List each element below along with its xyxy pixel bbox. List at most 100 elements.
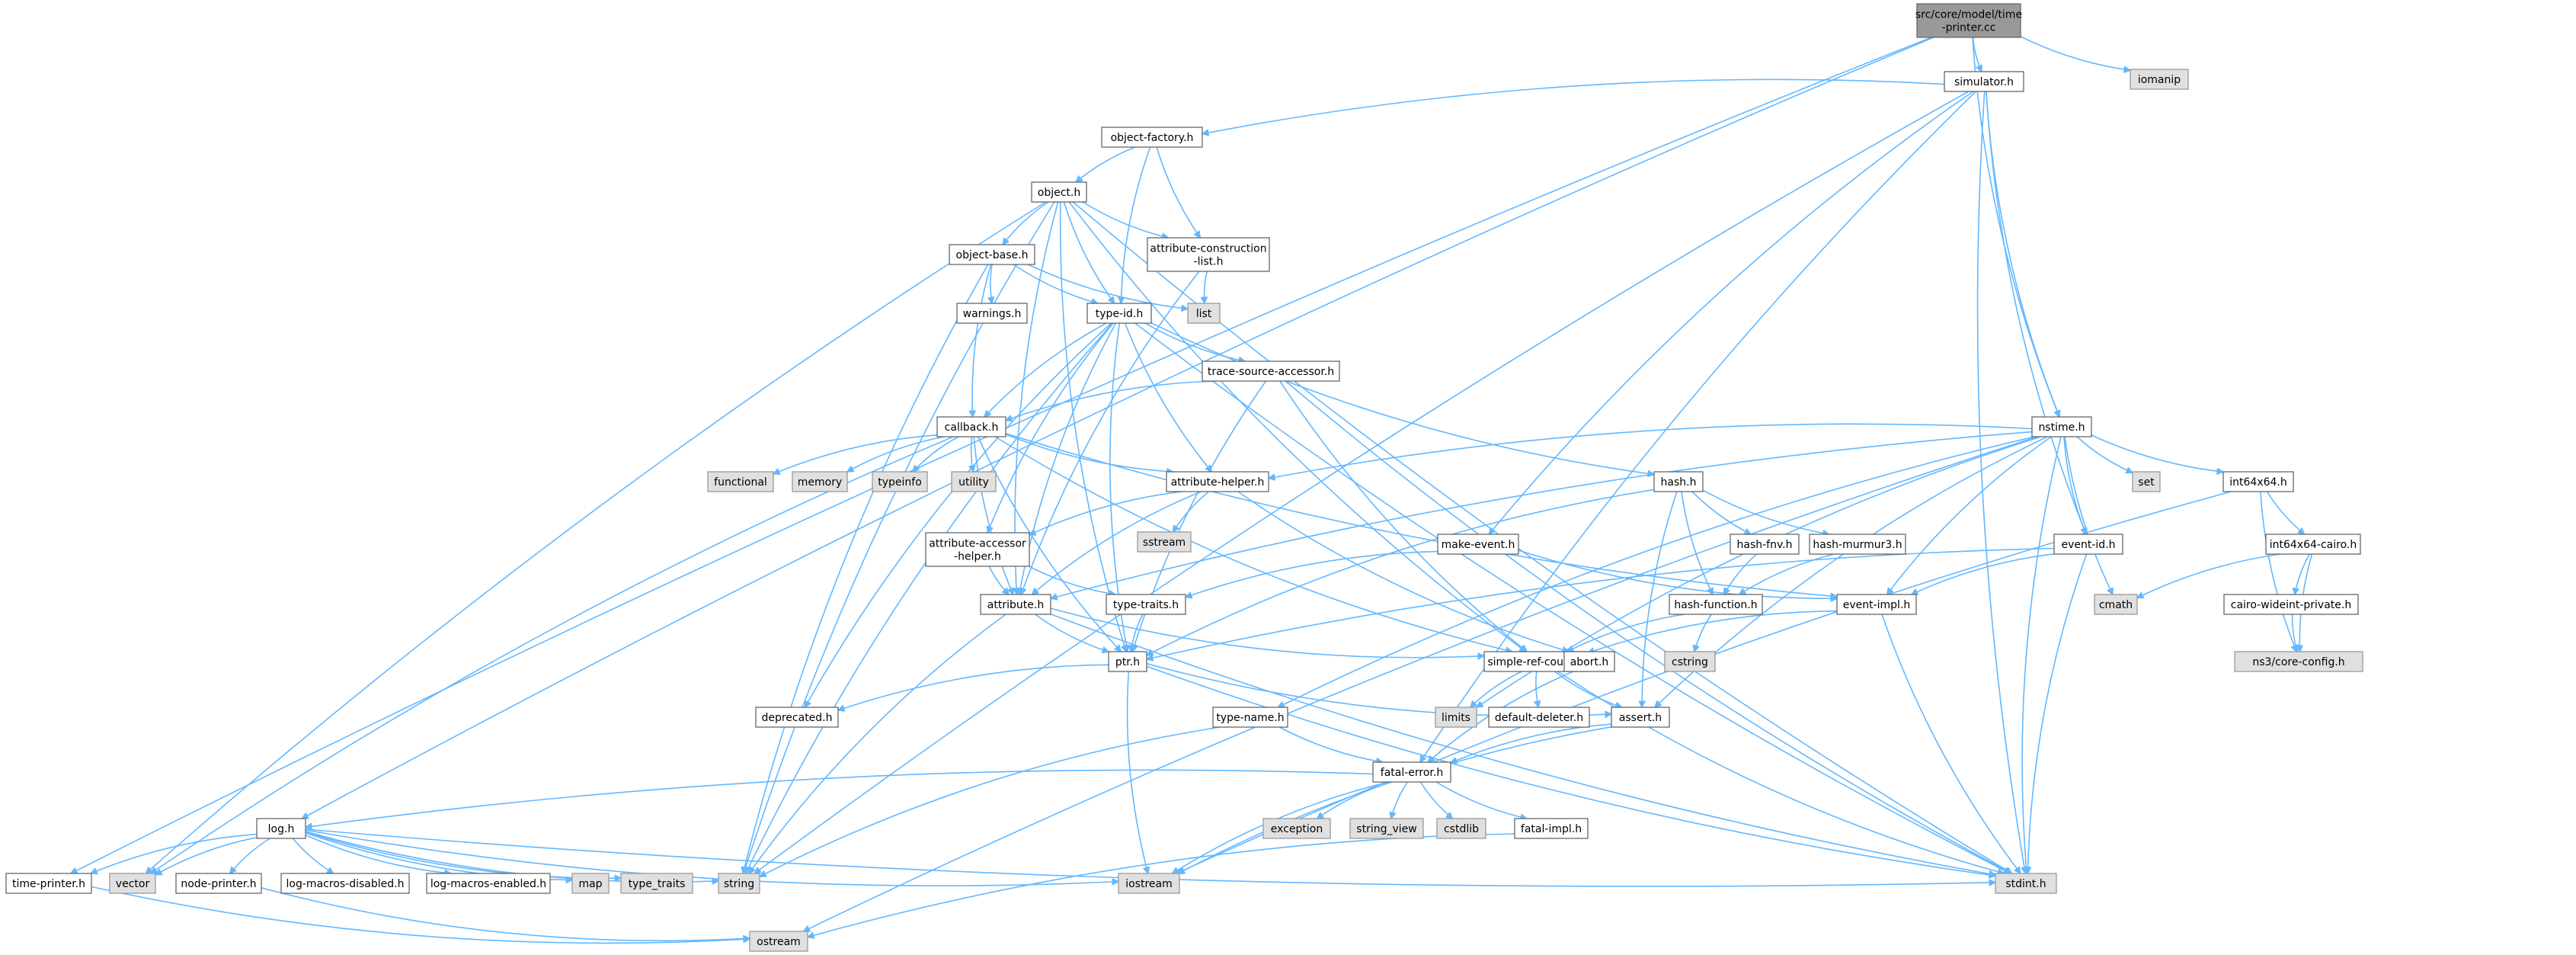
node-iostream[interactable]: iostream xyxy=(1118,873,1180,894)
node-attribute-accessor-helper-h[interactable]: attribute-accessor-helper.h xyxy=(925,532,1030,567)
node-int64x64-cairo-h[interactable]: int64x64-cairo.h xyxy=(2265,534,2361,555)
edge-cairo-wideint-private-h-to-ns3-core-config-h xyxy=(2291,614,2298,652)
node-list[interactable]: list xyxy=(1187,303,1221,324)
node-attribute-construction-list-h[interactable]: attribute-construction-list.h xyxy=(1147,237,1270,272)
node-time-printer-cc[interactable]: src/core/model/time-printer.cc xyxy=(1915,3,2022,38)
node-hash-function-h[interactable]: hash-function.h xyxy=(1669,594,1763,615)
node-box-list xyxy=(1187,303,1221,324)
node-type-traits[interactable]: type_traits xyxy=(620,873,693,894)
node-memory[interactable]: memory xyxy=(792,471,848,492)
node-make-event-h[interactable]: make-event.h xyxy=(1437,534,1519,555)
node-box-cstring xyxy=(1664,651,1716,672)
edge-time-printer-h-to-ostream xyxy=(91,886,750,944)
edge-make-event-h-to-type-traits-h xyxy=(1186,550,1438,598)
edge-type-id-h-to-stdint-h xyxy=(1134,322,2011,874)
edge-fatal-error-h-to-log-h xyxy=(306,769,1374,827)
node-attribute-helper-h[interactable]: attribute-helper.h xyxy=(1166,471,1269,492)
node-object-factory-h[interactable]: object-factory.h xyxy=(1101,127,1203,148)
node-box-cstdlib xyxy=(1436,818,1486,839)
node-log-macros-enabled-h[interactable]: log-macros-enabled.h xyxy=(426,873,551,894)
node-label-ptr-h: ptr.h xyxy=(1115,656,1140,668)
node-log-macros-disabled-h[interactable]: log-macros-disabled.h xyxy=(280,873,410,894)
node-nstime-h[interactable]: nstime.h xyxy=(2031,416,2092,437)
edge-int64x64-cairo-h-to-cairo-wideint-private-h xyxy=(2295,553,2310,594)
node-sstream[interactable]: sstream xyxy=(1137,531,1192,553)
node-type-name-h[interactable]: type-name.h xyxy=(1212,707,1288,728)
edge-object-h-to-string xyxy=(744,201,1055,873)
node-object-h[interactable]: object.h xyxy=(1031,181,1087,203)
node-cstring[interactable]: cstring xyxy=(1664,651,1716,672)
node-type-id-h[interactable]: type-id.h xyxy=(1086,303,1152,324)
node-default-deleter-h[interactable]: default-deleter.h xyxy=(1488,707,1590,728)
edge-make-event-h-to-event-impl-h xyxy=(1518,550,1837,598)
node-cmath[interactable]: cmath xyxy=(2094,594,2138,615)
node-warnings-h[interactable]: warnings.h xyxy=(956,303,1028,324)
edge-callback-h-to-simple-ref-count-h xyxy=(994,436,1512,652)
edge-hash-h-to-ptr-h xyxy=(1147,489,1655,656)
edge-fatal-error-h-to-string-view xyxy=(1391,781,1408,819)
node-ptr-h[interactable]: ptr.h xyxy=(1108,651,1147,672)
node-event-impl-h[interactable]: event-impl.h xyxy=(1836,594,1917,615)
node-callback-h[interactable]: callback.h xyxy=(936,416,1006,437)
edge-ptr-h-to-iostream xyxy=(1126,671,1148,873)
node-limits[interactable]: limits xyxy=(1435,707,1477,728)
node-map[interactable]: map xyxy=(571,873,610,894)
node-hash-h[interactable]: hash.h xyxy=(1653,471,1704,492)
edge-type-id-h-to-attribute-accessor-helper-h xyxy=(987,322,1114,533)
node-trace-source-accessor-h[interactable]: trace-source-accessor.h xyxy=(1202,361,1340,382)
node-box-object-h xyxy=(1031,181,1087,203)
node-object-base-h[interactable]: object-base.h xyxy=(949,244,1035,265)
edge-object-h-to-attribute-construction-list-h xyxy=(1082,201,1168,238)
node-label-log-macros-disabled-h: log-macros-disabled.h xyxy=(286,878,405,890)
node-log-h[interactable]: log.h xyxy=(256,818,306,839)
node-simulator-h[interactable]: simulator.h xyxy=(1944,71,2024,92)
node-box-string xyxy=(718,873,760,894)
node-abort-h[interactable]: abort.h xyxy=(1563,651,1615,672)
node-fatal-error-h[interactable]: fatal-error.h xyxy=(1372,761,1451,783)
node-box-map xyxy=(571,873,610,894)
node-time-printer-h[interactable]: time-printer.h xyxy=(5,873,92,894)
edge-fatal-error-h-to-cstdlib xyxy=(1419,781,1452,819)
node-iomanip[interactable]: iomanip xyxy=(2130,69,2189,90)
node-string[interactable]: string xyxy=(718,873,760,894)
node-ns3-core-config-h[interactable]: ns3/core-config.h xyxy=(2234,651,2363,672)
edge-attribute-helper-h-to-attribute-h xyxy=(1032,491,1202,594)
node-cairo-wideint-private-h[interactable]: cairo-wideint-private.h xyxy=(2223,594,2359,615)
node-box-attribute-helper-h xyxy=(1166,471,1269,492)
node-node-printer-h[interactable]: node-printer.h xyxy=(175,873,262,894)
node-box-fatal-impl-h xyxy=(1514,818,1589,839)
node-vector[interactable]: vector xyxy=(109,873,156,894)
node-attribute-h[interactable]: attribute.h xyxy=(980,594,1051,615)
node-hash-fnv-h[interactable]: hash-fnv.h xyxy=(1730,534,1800,555)
edge-event-id-h-to-event-impl-h xyxy=(1912,553,2055,594)
node-event-id-h[interactable]: event-id.h xyxy=(2053,534,2123,555)
edge-simulator-h-to-object-factory-h xyxy=(1202,79,1945,133)
node-typeinfo[interactable]: typeinfo xyxy=(872,471,928,492)
node-cstdlib[interactable]: cstdlib xyxy=(1436,818,1486,839)
node-deprecated-h[interactable]: deprecated.h xyxy=(755,707,839,728)
node-box-make-event-h xyxy=(1437,534,1519,555)
node-stdint-h[interactable]: stdint.h xyxy=(1995,873,2057,894)
node-box-string-view xyxy=(1349,818,1424,839)
node-hash-murmur3-h[interactable]: hash-murmur3.h xyxy=(1809,534,1906,555)
node-label-attribute-helper-h: attribute-helper.h xyxy=(1171,476,1265,489)
node-utility[interactable]: utility xyxy=(951,471,997,492)
edge-nstime-h-to-event-impl-h xyxy=(1887,436,2052,594)
node-label-attribute-construction-list-h: attribute-construction xyxy=(1150,243,1266,255)
edge-callback-h-to-typeinfo xyxy=(913,436,959,472)
node-type-traits-h[interactable]: type-traits.h xyxy=(1106,594,1186,615)
node-functional[interactable]: functional xyxy=(707,471,774,492)
edge-hash-function-h-to-simple-ref-count-h xyxy=(1567,614,1685,652)
node-ostream[interactable]: ostream xyxy=(749,931,808,952)
node-int64x64-h[interactable]: int64x64.h xyxy=(2222,471,2294,492)
node-set[interactable]: set xyxy=(2132,471,2161,492)
node-string-view[interactable]: string_view xyxy=(1349,818,1424,839)
node-exception[interactable]: exception xyxy=(1262,818,1331,839)
node-box-log-h xyxy=(256,818,306,839)
node-fatal-impl-h[interactable]: fatal-impl.h xyxy=(1514,818,1589,839)
node-label-attribute-accessor-helper-h: attribute-accessor xyxy=(929,538,1026,550)
node-label-nstime-h: nstime.h xyxy=(2038,421,2085,434)
edge-int64x64-h-to-ns3-core-config-h xyxy=(2260,491,2296,652)
node-assert-h[interactable]: assert.h xyxy=(1611,707,1670,728)
node-label-node-printer-h: node-printer.h xyxy=(181,878,256,890)
